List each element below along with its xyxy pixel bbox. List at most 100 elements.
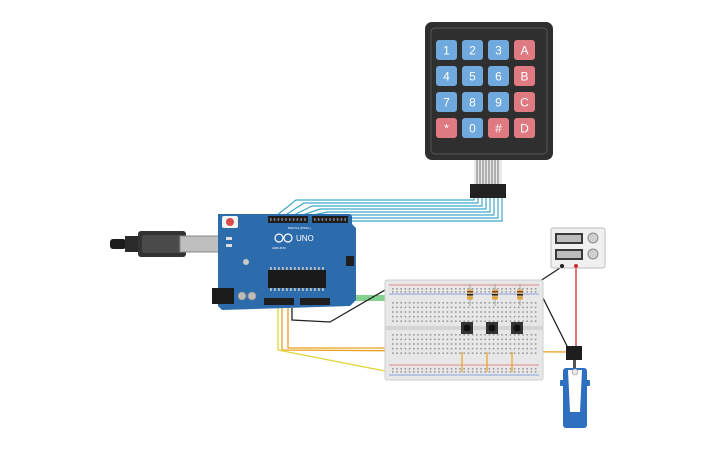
bb-hole [501,315,503,318]
bb-hole [526,302,528,304]
push-button-1[interactable] [461,322,473,334]
bb-hole [484,291,486,293]
bb-hole [463,315,465,318]
bb-hole [505,371,507,373]
bb-hole [392,315,394,318]
push-button-2[interactable] [486,322,498,334]
bb-hole [501,302,503,304]
bb-hole [505,334,507,336]
bb-hole [497,347,499,350]
key-12[interactable]: C [514,92,535,112]
bb-hole [488,368,491,370]
keypad-wire-2 [283,198,479,217]
bb-hole [417,371,419,373]
bb-hole [459,347,461,350]
header-pin [300,218,302,221]
bb-hole [467,320,470,322]
key-13[interactable]: * [436,118,457,138]
bb-hole [417,347,419,350]
bb-hole [455,343,457,345]
led-smd-2 [226,244,232,247]
bb-hole [501,347,503,350]
bb-hole [425,334,428,336]
key-cap [436,92,457,112]
bb-hole [488,334,491,336]
bb-hole [429,347,432,350]
voltage-knob[interactable] [587,232,599,244]
bb-hole [492,352,495,354]
bb-hole [429,338,432,341]
bb-hole [455,352,457,354]
key-7[interactable]: 6 [488,66,509,86]
bb-hole [509,371,512,373]
chip-pin [318,288,320,291]
key-5[interactable]: 4 [436,66,457,86]
bb-hole [392,306,394,309]
key-4[interactable]: A [514,40,535,60]
reset-button[interactable] [226,218,234,226]
bb-hole [484,320,486,322]
key-8[interactable]: B [514,66,535,86]
push-button-3[interactable] [511,322,523,334]
chip-pin [278,267,280,270]
bb-hole [434,320,436,322]
bb-hole [530,288,533,290]
key-15[interactable]: # [488,118,509,138]
bb-hole [442,347,444,350]
bb-hole [513,315,516,318]
bb-hole [518,288,520,290]
key-6[interactable]: 5 [462,66,483,86]
key-10[interactable]: 8 [462,92,483,112]
key-11[interactable]: 9 [488,92,509,112]
bb-hole [455,320,457,322]
bb-hole [471,315,474,318]
bb-hole [455,306,457,309]
bb-hole [501,288,503,290]
bb-hole [404,288,407,290]
key-1[interactable]: 1 [436,40,457,60]
bb-hole [501,343,503,345]
bb-hole [392,338,394,341]
bb-hole [492,347,495,350]
bb-hole [467,334,470,336]
bb-hole [534,302,537,304]
key-label: 8 [469,96,476,110]
key-14[interactable]: 0 [462,118,483,138]
bb-hole [463,347,465,350]
bb-hole [497,320,499,322]
bb-hole [404,368,407,370]
bb-hole [476,315,478,318]
key-2[interactable]: 2 [462,40,483,60]
bb-hole [392,371,394,373]
bb-hole [442,338,444,341]
bb-hole [396,315,398,318]
chip-pin [294,267,296,270]
bb-hole [497,288,499,290]
bb-hole [455,291,457,293]
bb-hole [408,334,411,336]
bb-hole [505,368,507,370]
key-9[interactable]: 7 [436,92,457,112]
yellow-wire [277,300,391,373]
bb-hole [476,320,478,322]
bb-hole [425,343,428,345]
key-16[interactable]: D [514,118,535,138]
bb-hole [467,352,470,354]
bb-hole [518,343,520,345]
bb-hole [476,288,478,290]
key-label: D [520,122,529,136]
bb-hole [429,368,432,370]
servo-horn[interactable] [568,370,582,412]
current-knob[interactable] [587,248,599,260]
bb-hole [442,343,444,345]
key-3[interactable]: 3 [488,40,509,60]
bb-hole [518,311,520,313]
keypad-wire-3 [291,198,483,217]
bb-hole [417,320,419,322]
chip-pin [290,267,292,270]
chip-pin [306,288,308,291]
bb-hole [534,371,537,373]
bb-hole [438,306,440,309]
bb-hole [400,306,402,309]
